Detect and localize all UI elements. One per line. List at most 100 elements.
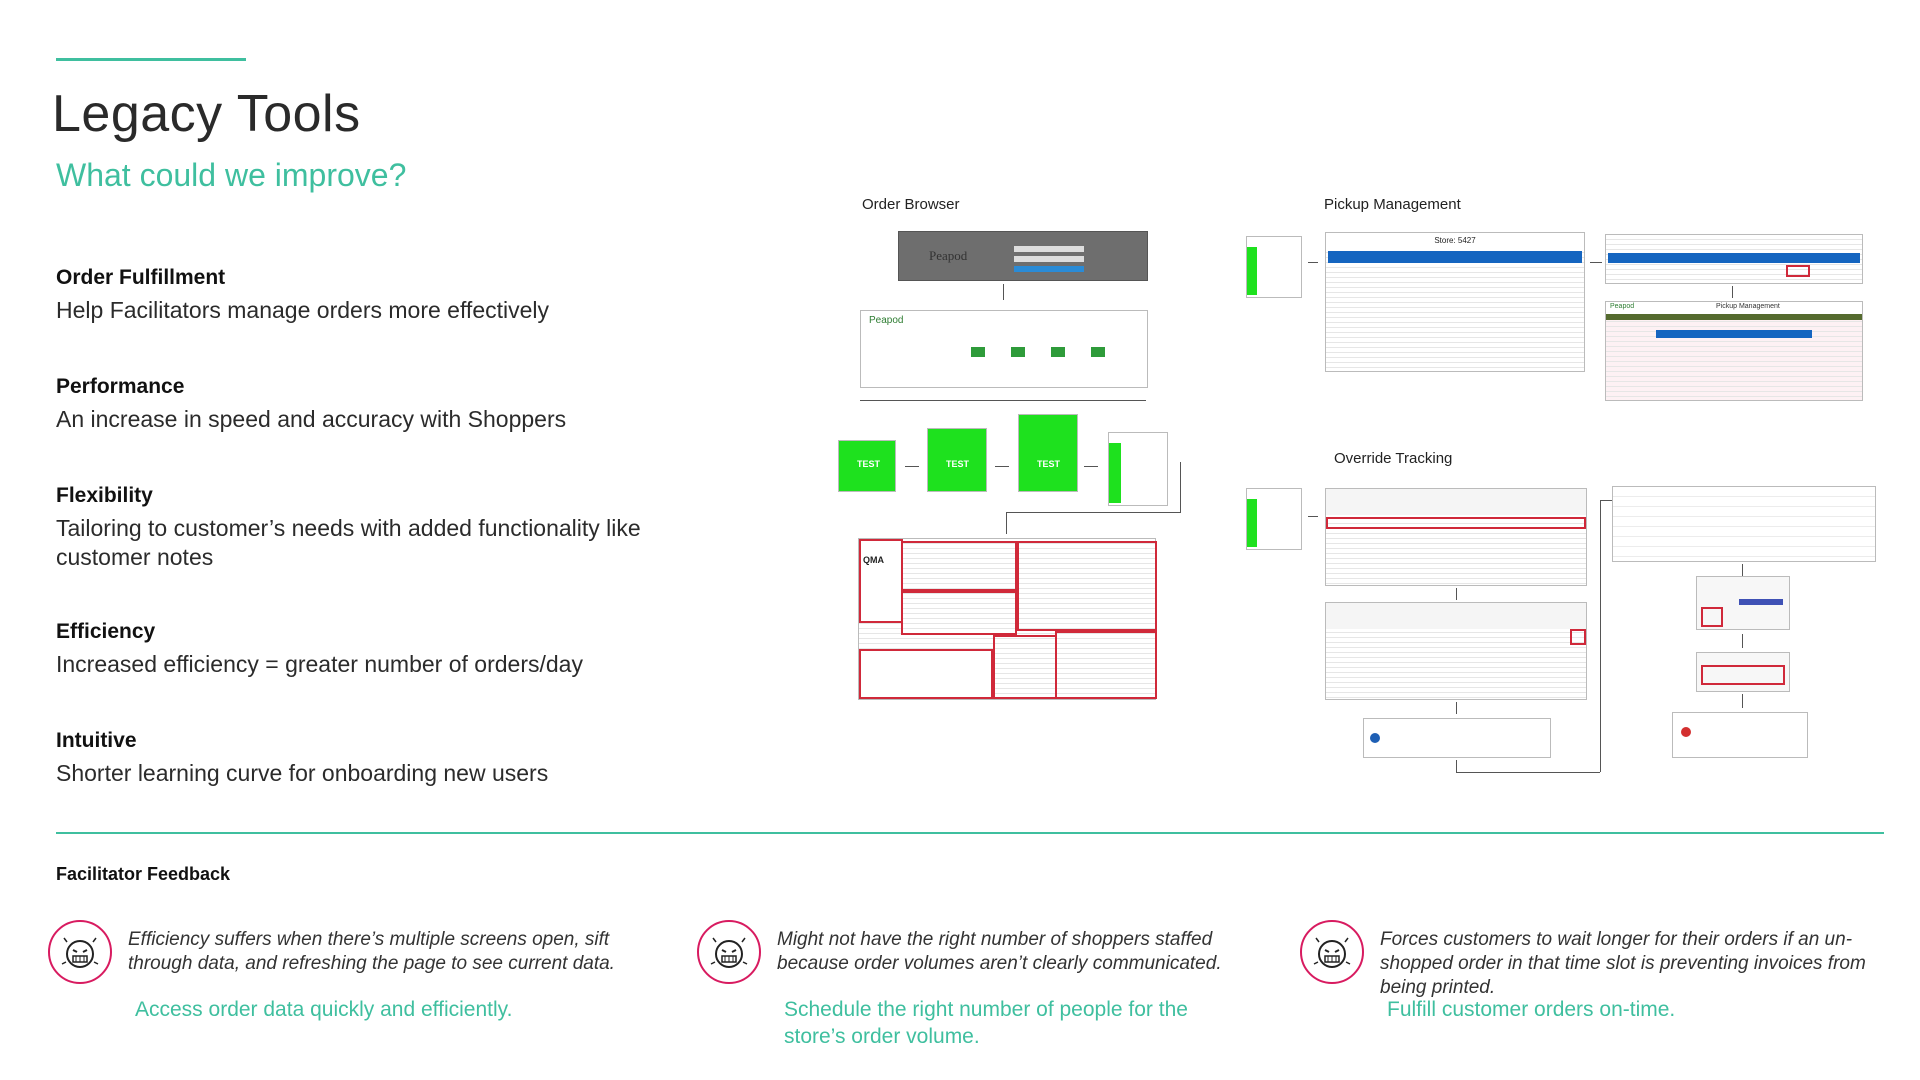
pickup-page-logo: Peapod <box>1610 303 1635 310</box>
override-table-toolbar <box>1326 603 1586 629</box>
pickup-page-table-header <box>1656 330 1812 338</box>
improvement-item: Order Fulfillment Help Facilitators mana… <box>56 266 696 325</box>
improvement-heading: Order Fulfillment <box>56 266 226 289</box>
section-divider <box>56 832 1884 834</box>
test-tile: TEST <box>927 428 987 492</box>
improvement-item: Efficiency Increased efficiency = greate… <box>56 620 696 679</box>
header-accent-line <box>56 58 246 61</box>
qma-label: QMA <box>863 555 884 565</box>
pickup-management-label: Pickup Management <box>1324 196 1461 213</box>
improvement-description: An increase in speed and accuracy with S… <box>56 406 567 432</box>
frustrated-face-icon <box>48 920 112 984</box>
highlighted-cell <box>1786 265 1810 277</box>
order-dashboard-thumbnail: Peapod <box>860 310 1148 388</box>
menu-sidebar <box>1247 499 1257 547</box>
printer-select <box>1739 599 1783 605</box>
highlighted-region <box>1055 631 1157 699</box>
improvement-heading: Efficiency <box>56 620 156 643</box>
feedback-action: Access order data quickly and efficientl… <box>135 998 513 1021</box>
order-browser-label: Order Browser <box>862 196 960 213</box>
pickup-page-navbar <box>1606 314 1862 320</box>
confirm-dialog-thumbnail <box>1363 718 1551 758</box>
test-tile-label: TEST <box>857 459 881 469</box>
order-detail-collage: QMA <box>858 538 1157 700</box>
flow-arrow <box>1006 512 1007 534</box>
override-table-thumbnail <box>1325 488 1587 586</box>
menu-sidebar <box>1247 247 1257 295</box>
override-tracking-label: Override Tracking <box>1334 450 1453 467</box>
override-table-thumbnail <box>1325 602 1587 700</box>
flow-arrow <box>1456 702 1457 714</box>
dashboard-tile-icon <box>1011 347 1025 357</box>
improvement-description: Increased efficiency = greater number of… <box>56 651 583 677</box>
highlighted-button <box>1701 607 1723 627</box>
pickup-management-page-thumbnail: Peapod Pickup Management <box>1605 301 1863 401</box>
feedback-quote: Forces customers to wait longer for thei… <box>1380 929 1866 998</box>
login-logo: Peapod <box>929 248 968 263</box>
dashboard-tile-icon <box>1051 347 1065 357</box>
test-tile: TEST <box>838 440 896 492</box>
improvement-description: Tailoring to customer’s needs with added… <box>56 515 641 570</box>
page-title: Legacy Tools <box>52 85 361 143</box>
flow-arrow <box>1590 262 1602 263</box>
menu-window-thumbnail <box>1246 236 1302 298</box>
flow-arrow <box>860 400 1146 401</box>
menu-sidebar <box>1109 443 1121 503</box>
flow-arrow <box>1084 466 1098 467</box>
highlighted-region <box>1017 541 1157 631</box>
pickup-table-header <box>1328 251 1582 263</box>
improvement-item: Intuitive Shorter learning curve for onb… <box>56 729 696 788</box>
improvement-heading: Intuitive <box>56 729 137 752</box>
improvement-description: Shorter learning curve for onboarding ne… <box>56 760 549 786</box>
login-button-thumbnail <box>1014 266 1084 272</box>
highlighted-region <box>901 591 1017 635</box>
feedback-action: Fulfill customer orders on-time. <box>1387 998 1676 1021</box>
flow-arrow <box>1456 760 1457 772</box>
printing-dialog-thumbnail <box>1696 652 1790 692</box>
test-tile-label: TEST <box>1037 459 1061 469</box>
pickup-table-thumbnail: Store: 5427 <box>1325 232 1585 372</box>
menu-window-thumbnail <box>1246 488 1302 550</box>
flow-arrow <box>995 466 1009 467</box>
improvement-item: Flexibility Tailoring to customer’s need… <box>56 484 696 572</box>
test-tile: TEST <box>1018 414 1078 492</box>
error-icon <box>1681 727 1691 737</box>
highlighted-region <box>1701 665 1785 685</box>
qma-panel: QMA <box>859 539 903 623</box>
dashboard-logo: Peapod <box>869 315 904 326</box>
frustrated-face-icon <box>697 920 761 984</box>
feedback-action: Schedule the right number of people for … <box>784 998 1188 1048</box>
flow-arrow <box>1180 462 1181 512</box>
flow-arrow <box>1456 772 1600 773</box>
highlighted-region <box>993 635 1057 699</box>
flow-arrow <box>1732 286 1733 298</box>
printer-dialog-thumbnail <box>1696 576 1790 630</box>
flow-arrow <box>1003 284 1004 300</box>
question-icon <box>1370 733 1380 743</box>
dashboard-tile-icon <box>971 347 985 357</box>
highlighted-region <box>901 541 1017 591</box>
login-field <box>1014 256 1084 262</box>
flow-arrow <box>1308 516 1318 517</box>
flow-arrow <box>905 466 919 467</box>
login-field <box>1014 246 1084 252</box>
improvement-description: Help Facilitators manage orders more eff… <box>56 297 550 323</box>
flow-arrow <box>1742 564 1743 578</box>
pickup-page-title: Pickup Management <box>1716 303 1780 310</box>
flow-arrow <box>1600 500 1612 501</box>
menu-window-thumbnail <box>1108 432 1168 506</box>
highlighted-button <box>1570 629 1586 645</box>
page-subtitle: What could we improve? <box>56 157 407 193</box>
login-screen-thumbnail: Peapod <box>898 231 1148 281</box>
pickup-store-header: Store: 5427 <box>1326 233 1584 249</box>
flow-arrow <box>1308 262 1318 263</box>
test-tile-label: TEST <box>946 459 970 469</box>
improvement-heading: Flexibility <box>56 484 153 507</box>
flow-arrow <box>1742 694 1743 708</box>
feedback-quote: Efficiency suffers when there’s multiple… <box>128 929 615 974</box>
pickup-detail-thumbnail <box>1605 234 1863 284</box>
error-dialog-thumbnail <box>1672 712 1808 758</box>
pickup-detail-header <box>1608 253 1860 263</box>
feedback-title: Facilitator Feedback <box>56 864 231 884</box>
pf-manager-dialog-thumbnail <box>1612 486 1876 562</box>
